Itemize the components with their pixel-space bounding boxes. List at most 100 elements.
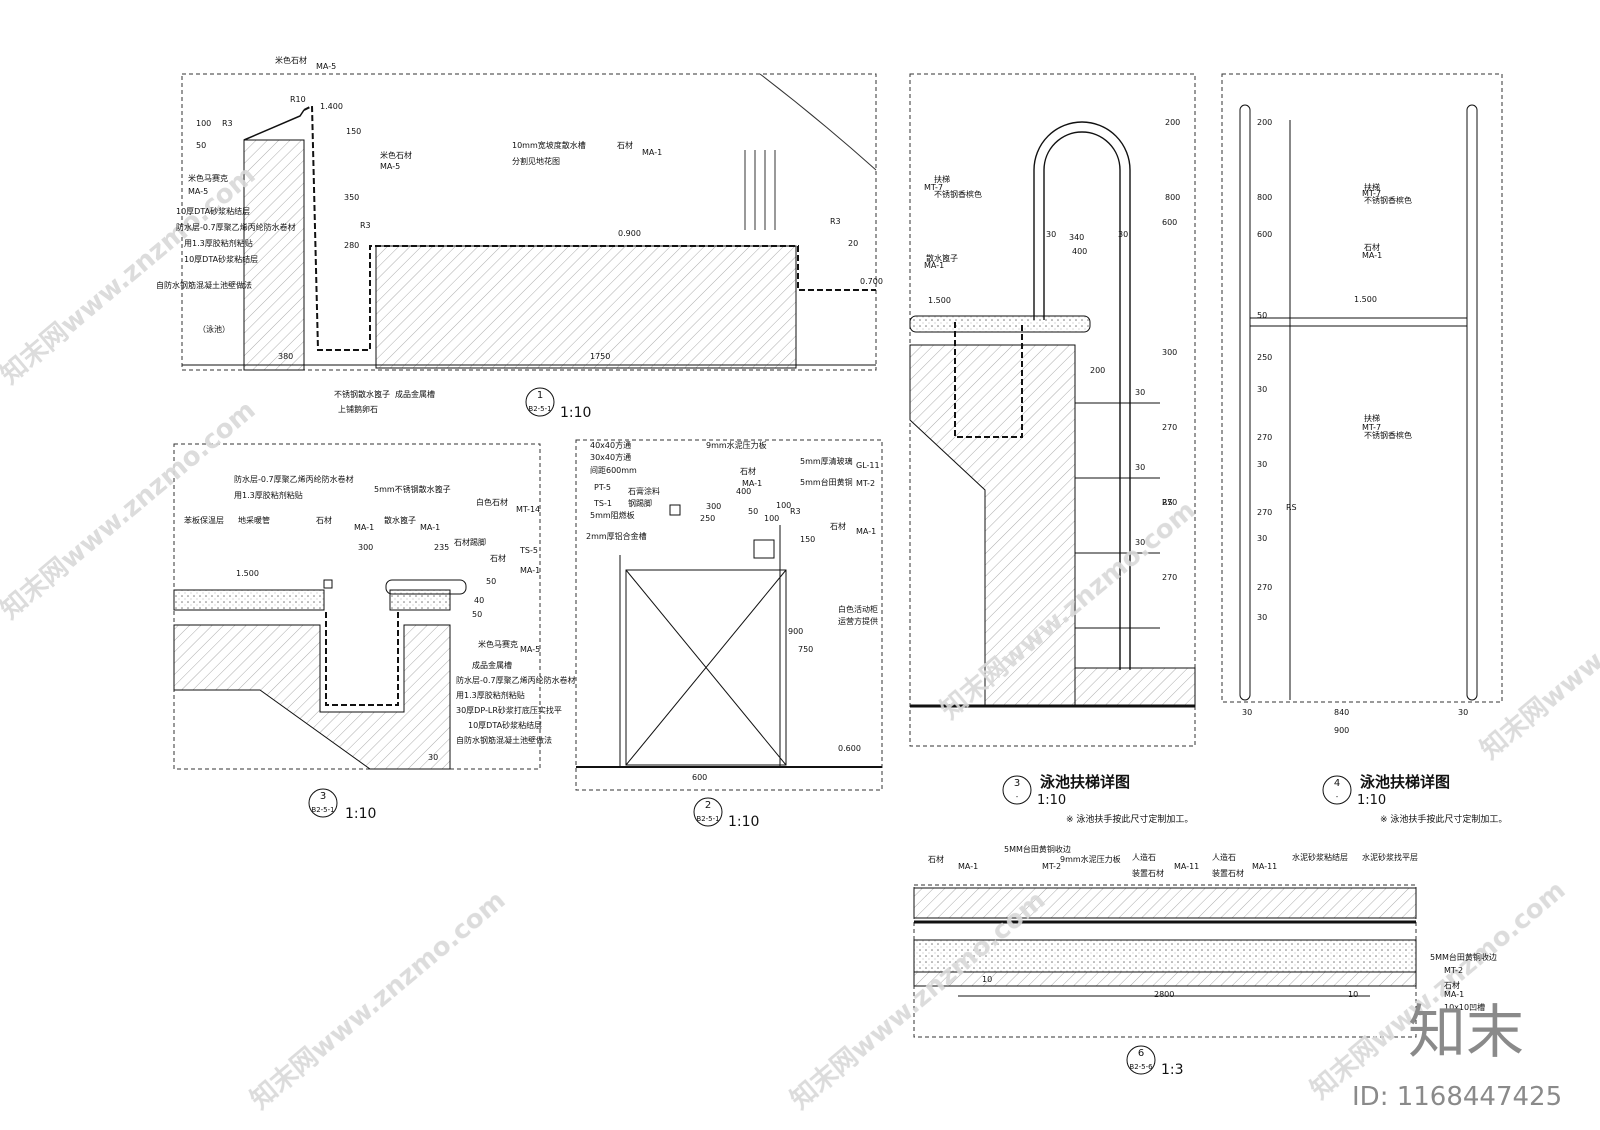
drawing-6-label-3: MT-2 [1042,862,1061,871]
drawing-2-label-3: 白色石材 [476,497,508,507]
drawing-2-border [575,439,883,791]
drawing-5-label-24: 30 [1458,708,1468,717]
svg-text:1:10: 1:10 [1037,793,1066,808]
drawing-2-label-23: 成品金属槽 [472,660,512,670]
drawing-1-label-12: 10厚DTA砂浆粘结层 [176,206,250,216]
drawing-5-label-14: 不锈钢香槟色 [1364,195,1412,205]
drawing-4-label-18: 270 [1162,498,1177,507]
drawing-2-label-6: 地采暖管 [238,515,270,525]
watermark-7: 知末网www.znzmo.com [1475,535,1600,765]
drawing-2-label-9: 散水篦子 [384,515,416,525]
drawing-5-label-7: 30 [1257,460,1267,469]
drawing-2-label-16: 石材 [490,553,506,563]
svg-text:3: 3 [1014,778,1020,789]
drawing-2-label-15: TS-5 [519,546,538,555]
drawing-4-label-15: 30 [1135,388,1145,397]
drawing-1-label-7: 50 [196,141,206,150]
drawing-5-label-11: 30 [1257,613,1267,622]
drawing-1-label-10: 米色马赛克 [188,173,228,183]
drawing-3-label-19: 5mm厚清玻璃 [800,456,853,466]
drawing-3-label-1: 30x40方通 [590,452,631,462]
drawing-3-label-27: 运营方提供 [838,616,878,626]
drawing-6-label-11: 水泥砂浆粘结层 [1292,852,1348,862]
drawing-3b-title: 泳池扶梯详图 [1039,773,1130,791]
drawing-3-label-12: 400 [736,487,751,496]
drawing-3-label-7: 5mm阻燃板 [590,510,635,520]
drawing-5-label-5: 30 [1257,385,1267,394]
drawing-5-label-4: 250 [1257,353,1272,362]
drawing-2-tag: 2 B2-5-1 1:10 [693,797,759,830]
drawing-3-label-13: 300 [706,502,721,511]
drawing-1-label-19: 280 [344,241,359,250]
drawing-5-label-16: MA-1 [1362,251,1382,260]
drawing-3-label-21: 5mm台田黄铜 [800,477,853,487]
drawing-1-label-17: （泳池） [198,324,230,334]
drawing-1-border [181,73,877,371]
drawing-4-tag: 4 - 泳池扶梯详图 1:10 ※ 泳池扶手按此尺寸定制加工。 [1322,773,1507,825]
drawing-1-label-15: 10厚DTA砂浆粘结层 [184,254,258,264]
drawing-4-label-20: 270 [1162,573,1177,582]
drawing-1-label-2: R10 [290,95,306,104]
drawing-3-label-23: 石材 [830,521,846,531]
drawing-3-label-28: 900 [788,627,803,636]
drawing-6-label-20: 10 [1348,990,1358,999]
drawing-2-label-14: 石材踢脚 [454,537,486,547]
drawing-3-label-17: 50 [748,507,758,516]
drawing-6-label-7: MA-11 [1174,862,1199,871]
drawing-3b-note: ※ 泳池扶手按此尺寸定制加工。 [1066,813,1193,825]
watermark-4: 知末网www.znzmo.com [785,885,1051,1115]
drawing-1-label-32: 上铺鹅卵石 [338,404,378,414]
drawing-3-label-4: 石膏涂料 [628,486,660,496]
drawing-2-label-2: 5mm不锈钢散水篦子 [374,484,451,494]
drawing-1-label-26: R3 [830,217,841,226]
drawing-4-label-11: 30 [1118,230,1128,239]
drawing-2-label-0: 防水层-0.7厚聚乙烯丙纶防水卷材 [234,474,354,484]
drawing-6-label-9: 装置石材 [1212,868,1244,878]
drawing-6-label-14: MT-2 [1444,966,1463,975]
drawing-4-label-17: 30 [1135,463,1145,472]
watermark-3: 知末网www.znzmo.com [245,885,511,1115]
drawing-2-label-1: 用1.3厚胶粘剂粘贴 [234,490,303,500]
drawing-5-label-22: 30 [1242,708,1252,717]
drawing-4 [1221,73,1503,703]
drawing-2-label-27: 10厚DTA砂浆粘结层 [468,720,542,730]
drawing-2-label-11: 300 [358,543,373,552]
drawing-1-label-23: 石材 [617,140,633,150]
drawing-6-label-8: 人造石 [1212,852,1236,862]
drawing-6-label-12: 水泥砂浆找平层 [1362,852,1418,862]
svg-text:1: 1 [537,390,543,401]
drawing-2-label-13: 1.500 [236,569,259,578]
drawing-3-label-5: TS-1 [593,499,612,508]
drawing-2-label-7: 石材 [316,515,332,525]
drawing-4-label-16: 270 [1162,423,1177,432]
drawing-5-label-13: MT-7 [1362,189,1381,198]
drawing-1-label-6: 150 [346,127,361,136]
drawing-1-label-11: MA-5 [188,187,208,196]
drawing-1-label-14: 用1.3厚胶粘剂粘贴 [184,238,253,248]
svg-text:4: 4 [1334,778,1340,789]
drawing-1-label-5: 100 [196,119,211,128]
watermark-1: 知末网www.znzmo.com [0,160,261,390]
drawing-3-label-10: 石材 [740,466,756,476]
drawing-4-label-3: 散水篦子 [926,253,958,263]
drawing-3-label-20: GL-11 [856,461,880,470]
drawing-1-label-24: MA-1 [642,148,662,157]
drawing-6-label-2: 5MM台田黄铜收边 [1004,844,1071,854]
drawing-4-label-14: 300 [1162,348,1177,357]
drawing-6-label-17: 10x10凹槽 [1444,1002,1485,1012]
drawing-1-label-1: MA-5 [316,62,336,71]
drawing-3b-tag: 3 - 泳池扶梯详图 1:10 ※ 泳池扶手按此尺寸定制加工。 [1002,773,1193,825]
drawing-1-label-22: 分割见地花图 [512,156,560,166]
drawing-5-label-8: 270 [1257,508,1272,517]
drawing-3-label-15: 100 [776,501,791,510]
drawing-3a-tag: 3 B2-5-1 1:10 [308,788,376,822]
drawing-4-label-6: 200 [1165,118,1180,127]
drawing-3-label-11: MA-1 [742,479,762,488]
drawing-1 [181,73,877,371]
svg-text:B2-5-6: B2-5-6 [1129,1063,1153,1071]
brand-logo: 知末 [1408,998,1524,1066]
drawing-4-label-5: 1.500 [928,296,951,305]
drawing-5-label-21: RS [1286,503,1297,512]
drawing-6-label-1: MA-1 [958,862,978,871]
